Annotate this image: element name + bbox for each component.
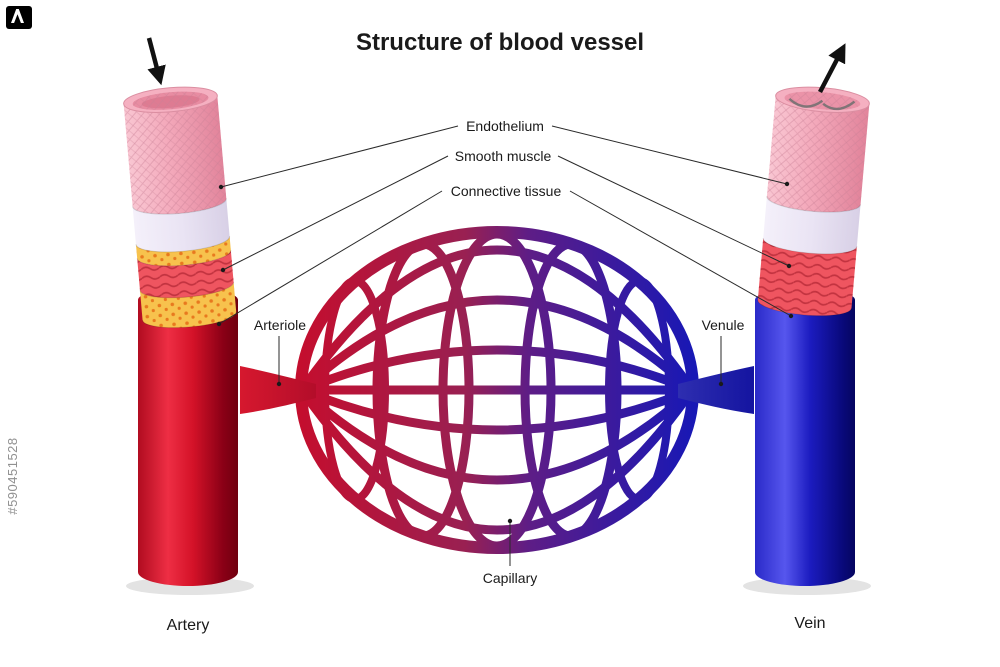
- capillary-ring: [520, 239, 622, 541]
- layer-seam: [762, 238, 858, 255]
- capillary-arc: [297, 295, 697, 395]
- label-connective-tissue: Connective tissue: [451, 183, 562, 199]
- capillary-arc: [297, 385, 697, 535]
- capillary-ring: [321, 277, 389, 503]
- leader-smooth-muscle-right: [557, 155, 790, 267]
- page-title: Structure of blood vessel: [356, 29, 644, 56]
- leader-dot: [786, 263, 792, 269]
- capillary-arc: [297, 385, 697, 435]
- artery-body: [138, 288, 238, 586]
- leader-dot: [784, 181, 790, 187]
- leader-smooth-muscle-left: [222, 155, 449, 271]
- layer-seam: [139, 281, 235, 299]
- vein-white-layer: [763, 196, 861, 254]
- layer-seam: [135, 236, 231, 253]
- leader-dot: [718, 381, 724, 387]
- label-artery: Artery: [167, 617, 210, 634]
- vein-body: [755, 288, 855, 586]
- layer-seam: [142, 311, 237, 329]
- leader-connective-right: [569, 190, 792, 317]
- capillary-arc: [297, 245, 697, 395]
- venous-valve-flaps: [788, 97, 856, 111]
- capillary-ring: [372, 239, 474, 541]
- blood-flow-in-arrow: [146, 37, 166, 86]
- leader-endothelium-left: [220, 125, 459, 188]
- label-endothelium: Endothelium: [466, 118, 544, 134]
- arteriole-vessel: [240, 366, 316, 414]
- capillary-arc: [297, 345, 697, 395]
- leader-connective-left: [218, 190, 443, 325]
- capillary-ring: [605, 277, 673, 503]
- leader-endothelium-right: [551, 125, 788, 185]
- leader-dot: [788, 313, 794, 319]
- capillary-ring: [438, 229, 556, 551]
- artery-connective-specks-2: [139, 281, 237, 328]
- vein-illustration: [755, 86, 870, 586]
- artery-illustration: [123, 86, 238, 586]
- artery-endothelium-texture: [123, 95, 227, 215]
- leader-dot: [216, 321, 222, 327]
- blood-flow-out-arrow: [818, 43, 846, 94]
- vein-endothelium-texture: [766, 95, 870, 213]
- layer-seam: [132, 198, 227, 215]
- venule-vessel: [678, 366, 754, 414]
- artery-white-layer: [132, 198, 230, 252]
- artery-opening-texture: [132, 91, 209, 110]
- artery-connective-specks: [135, 236, 231, 266]
- annotation-lines: [216, 125, 794, 566]
- label-arteriole: Arteriole: [254, 317, 306, 333]
- capillary-network-illustration: [295, 226, 699, 554]
- artery-smooth-muscle-texture: [137, 250, 234, 298]
- leader-dot: [507, 518, 513, 524]
- layer-seam: [136, 250, 232, 267]
- leader-dot: [220, 267, 226, 273]
- leader-dot: [276, 381, 282, 387]
- label-smooth-muscle: Smooth muscle: [455, 148, 552, 164]
- layer-seam: [757, 299, 852, 317]
- watermark-id-text: #590451528: [5, 437, 20, 514]
- adobe-stock-logo-mark: [11, 9, 24, 23]
- label-vein: Vein: [794, 615, 825, 632]
- capillary-arc: [297, 385, 697, 485]
- label-venule: Venule: [702, 317, 745, 333]
- layer-seam: [766, 196, 862, 213]
- stock-watermark: #590451528: [5, 6, 32, 515]
- label-capillary: Capillary: [483, 570, 537, 586]
- vein-smooth-muscle-texture: [757, 238, 857, 316]
- leader-dot: [218, 184, 224, 190]
